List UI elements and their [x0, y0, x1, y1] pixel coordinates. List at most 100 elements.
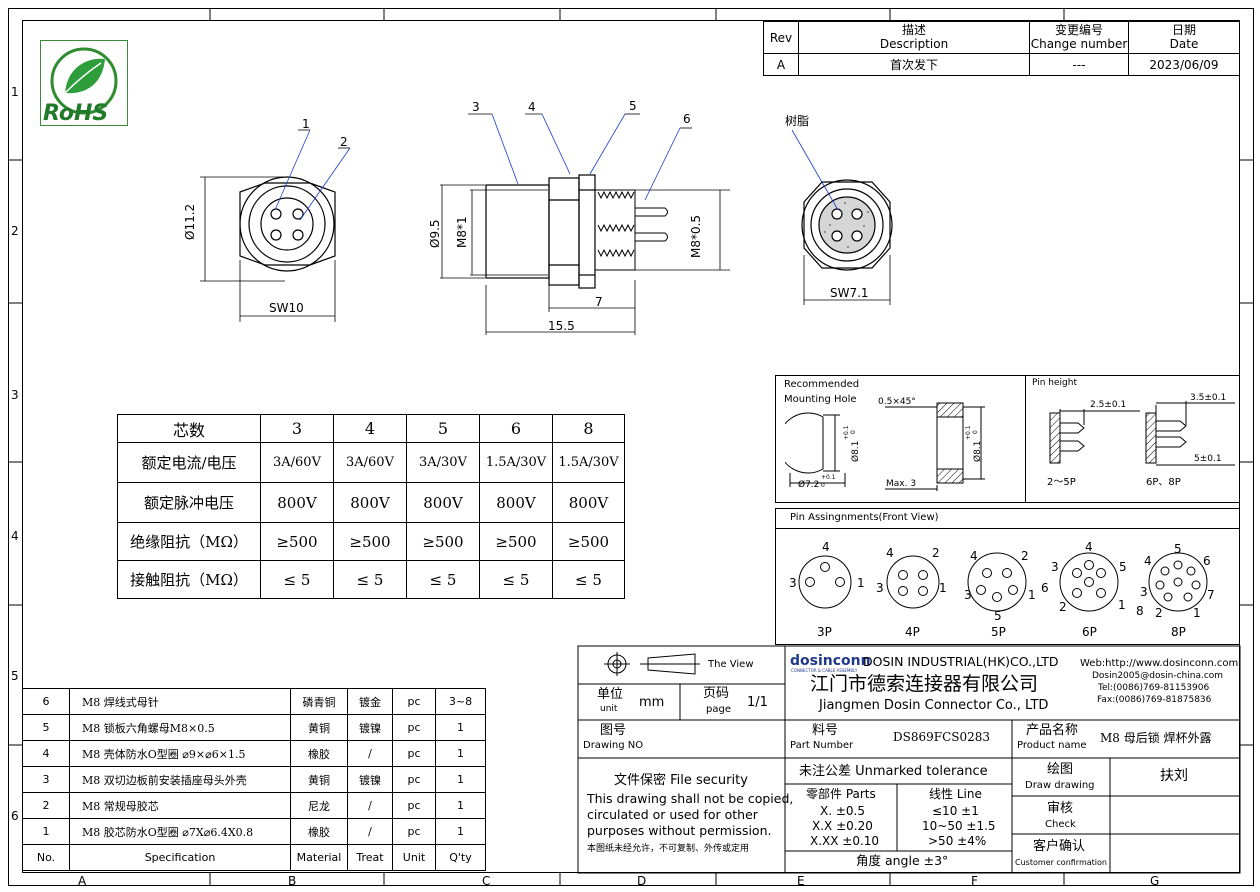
- spec-cell: ≥500: [552, 522, 625, 561]
- spec-cell: ≥500: [333, 522, 407, 561]
- bom-unit: pc: [392, 818, 436, 845]
- bom-treat: 镀镍: [347, 766, 393, 793]
- page-cn: 页码: [703, 686, 730, 701]
- spec-header-label: 芯数: [117, 414, 261, 443]
- mounting-hole-dia: Ø7.2: [798, 480, 820, 490]
- unit-cn: 单位: [597, 687, 624, 702]
- bom-material: 黄铜: [290, 766, 348, 793]
- pin-height-drawing: [1049, 401, 1235, 466]
- pin-assign-title: Pin Assingnments(Front View): [790, 512, 939, 523]
- drawing-no-en: Drawing NO: [583, 740, 644, 751]
- bom-qty: 1: [435, 818, 486, 845]
- bom-qty: 1: [435, 766, 486, 793]
- spec-cell: 1.5A/30V: [552, 442, 625, 483]
- col-label-e: E: [797, 874, 805, 888]
- bom-qty: 1: [435, 740, 486, 767]
- view-symbol: [604, 652, 700, 676]
- drawing-no-cn: 图号: [600, 723, 627, 738]
- page-en: page: [706, 704, 731, 715]
- company-brand-logo: dosinconn: [790, 653, 871, 669]
- draw-value: 扶刘: [1160, 768, 1188, 784]
- company-fax: Fax:(0086)769-81875836: [1097, 695, 1212, 705]
- line-row-3: >50 ±4%: [928, 834, 987, 848]
- table-row: 额定电流/电压 3A/60V 3A/60V 3A/30V 1.5A/30V 1.…: [117, 442, 625, 483]
- pin-num: 3: [1140, 585, 1148, 599]
- table-row: 4 M8 壳体防水O型圈 ⌀9×⌀6×1.5 橡胶 / pc 1: [22, 740, 486, 767]
- part-no-cn: 料号: [812, 723, 839, 738]
- security-line-3: purposes without permission.: [587, 823, 772, 838]
- callout-2: 2: [340, 135, 348, 149]
- bom-material: 磷青铜: [290, 688, 348, 715]
- bom-spec: M8 常规母胶芯: [69, 792, 291, 819]
- pin-assign-drawing: [798, 552, 1208, 612]
- bom-no: 1: [22, 818, 70, 845]
- bom-qty: 1: [435, 714, 486, 741]
- draw-cn: 绘图: [1047, 762, 1074, 777]
- spec-cell: ≤ 5: [260, 560, 334, 599]
- leaf-icon: [50, 47, 118, 115]
- page-value: 1/1: [747, 695, 768, 710]
- check-cn: 审核: [1047, 801, 1074, 816]
- pin-num: 2: [1059, 600, 1067, 614]
- bom-treat: /: [347, 792, 393, 819]
- rev-header-rev: Rev: [763, 21, 799, 54]
- bom-unit: pc: [392, 792, 436, 819]
- part-no-en: Part Number: [790, 740, 854, 751]
- pin-num: 3: [789, 576, 797, 590]
- callout-3: 3: [472, 100, 480, 114]
- pin-num: 1: [857, 576, 865, 590]
- spec-cell: 3A/30V: [406, 442, 480, 483]
- pin-assign-panel: [775, 508, 1240, 645]
- product-name-en: Product name: [1017, 740, 1087, 751]
- bom-spec: M8 双切边板前安装插座母头外壳: [69, 766, 291, 793]
- pin-height-dim-c: 5±0.1: [1194, 454, 1222, 464]
- unit-value: mm: [639, 695, 665, 710]
- parts-row-1: X. ±0.5: [820, 804, 865, 818]
- bom-header-material: Material: [290, 844, 348, 871]
- pin-num: 3: [964, 588, 972, 602]
- pin-num: 6: [1203, 554, 1211, 568]
- mounting-chamfer: 0.5×45°: [878, 397, 916, 407]
- pin-num: 4: [1144, 554, 1152, 568]
- mounting-title-2: Mounting Hole: [784, 394, 857, 405]
- col-label-g: G: [1150, 874, 1160, 888]
- spec-cell: 3A/60V: [260, 442, 334, 483]
- pin-num: 2: [932, 546, 940, 560]
- company-brand-sub: CONNECTOR & CABLE ASSEMBLY: [791, 668, 858, 673]
- company-web: Web:http://www.dosinconn.com: [1080, 658, 1239, 669]
- row-label-4: 4: [11, 529, 19, 543]
- security-line-1: This drawing shall not be copied,: [587, 791, 794, 806]
- pin-num: 3: [1051, 560, 1059, 574]
- pin-height-panel: [1025, 375, 1240, 503]
- pin-num: 3: [876, 581, 884, 595]
- pin-num: 6: [1041, 581, 1049, 595]
- pin-height-label-a: 2～5P: [1047, 477, 1076, 488]
- pin-num: 7: [1207, 588, 1215, 602]
- bom-spec: M8 壳体防水O型圈 ⌀9×⌀6×1.5: [69, 740, 291, 767]
- pin-num: 5: [1119, 560, 1127, 574]
- angle-tolerance: 角度 angle ±3°: [856, 853, 949, 868]
- front-sw: SW10: [269, 301, 304, 315]
- col-label-d: D: [637, 874, 647, 888]
- rear-sw: SW7.1: [830, 286, 869, 300]
- rev-date: 2023/06/09: [1128, 53, 1240, 76]
- callout-6: 6: [683, 112, 691, 126]
- security-line-2: circulated or used for other: [587, 807, 758, 822]
- mounting-max: Max. 3: [886, 479, 917, 489]
- table-row: No. Specification Material Treat Unit Q'…: [22, 844, 486, 871]
- bom-header-treat: Treat: [347, 844, 393, 871]
- pin-height-dim-a: 2.5±0.1: [1090, 400, 1127, 410]
- bom-header-qty: Q'ty: [435, 844, 486, 871]
- table-row: 3 M8 双切边板前安装插座母头外壳 黄铜 镀镍 pc 1: [22, 766, 486, 793]
- spec-cell: 1.5A/30V: [479, 442, 553, 483]
- table-row: 绝缘阻抗（MΩ） ≥500 ≥500 ≥500 ≥500 ≥500: [117, 522, 625, 561]
- spec-cell: 800V: [260, 482, 334, 523]
- side-len-7: 7: [595, 295, 603, 309]
- company-name-cn: 江门市德索连接器有限公司: [810, 673, 1039, 695]
- rohs-label: RoHS: [43, 101, 109, 126]
- pin-num: 8: [1136, 604, 1144, 618]
- customer-cn: 客户确认: [1033, 839, 1086, 854]
- side-view-drawing: [440, 113, 730, 335]
- bom-spec: M8 胶芯防水O型圈 ⌀7X⌀6.4X0.8: [69, 818, 291, 845]
